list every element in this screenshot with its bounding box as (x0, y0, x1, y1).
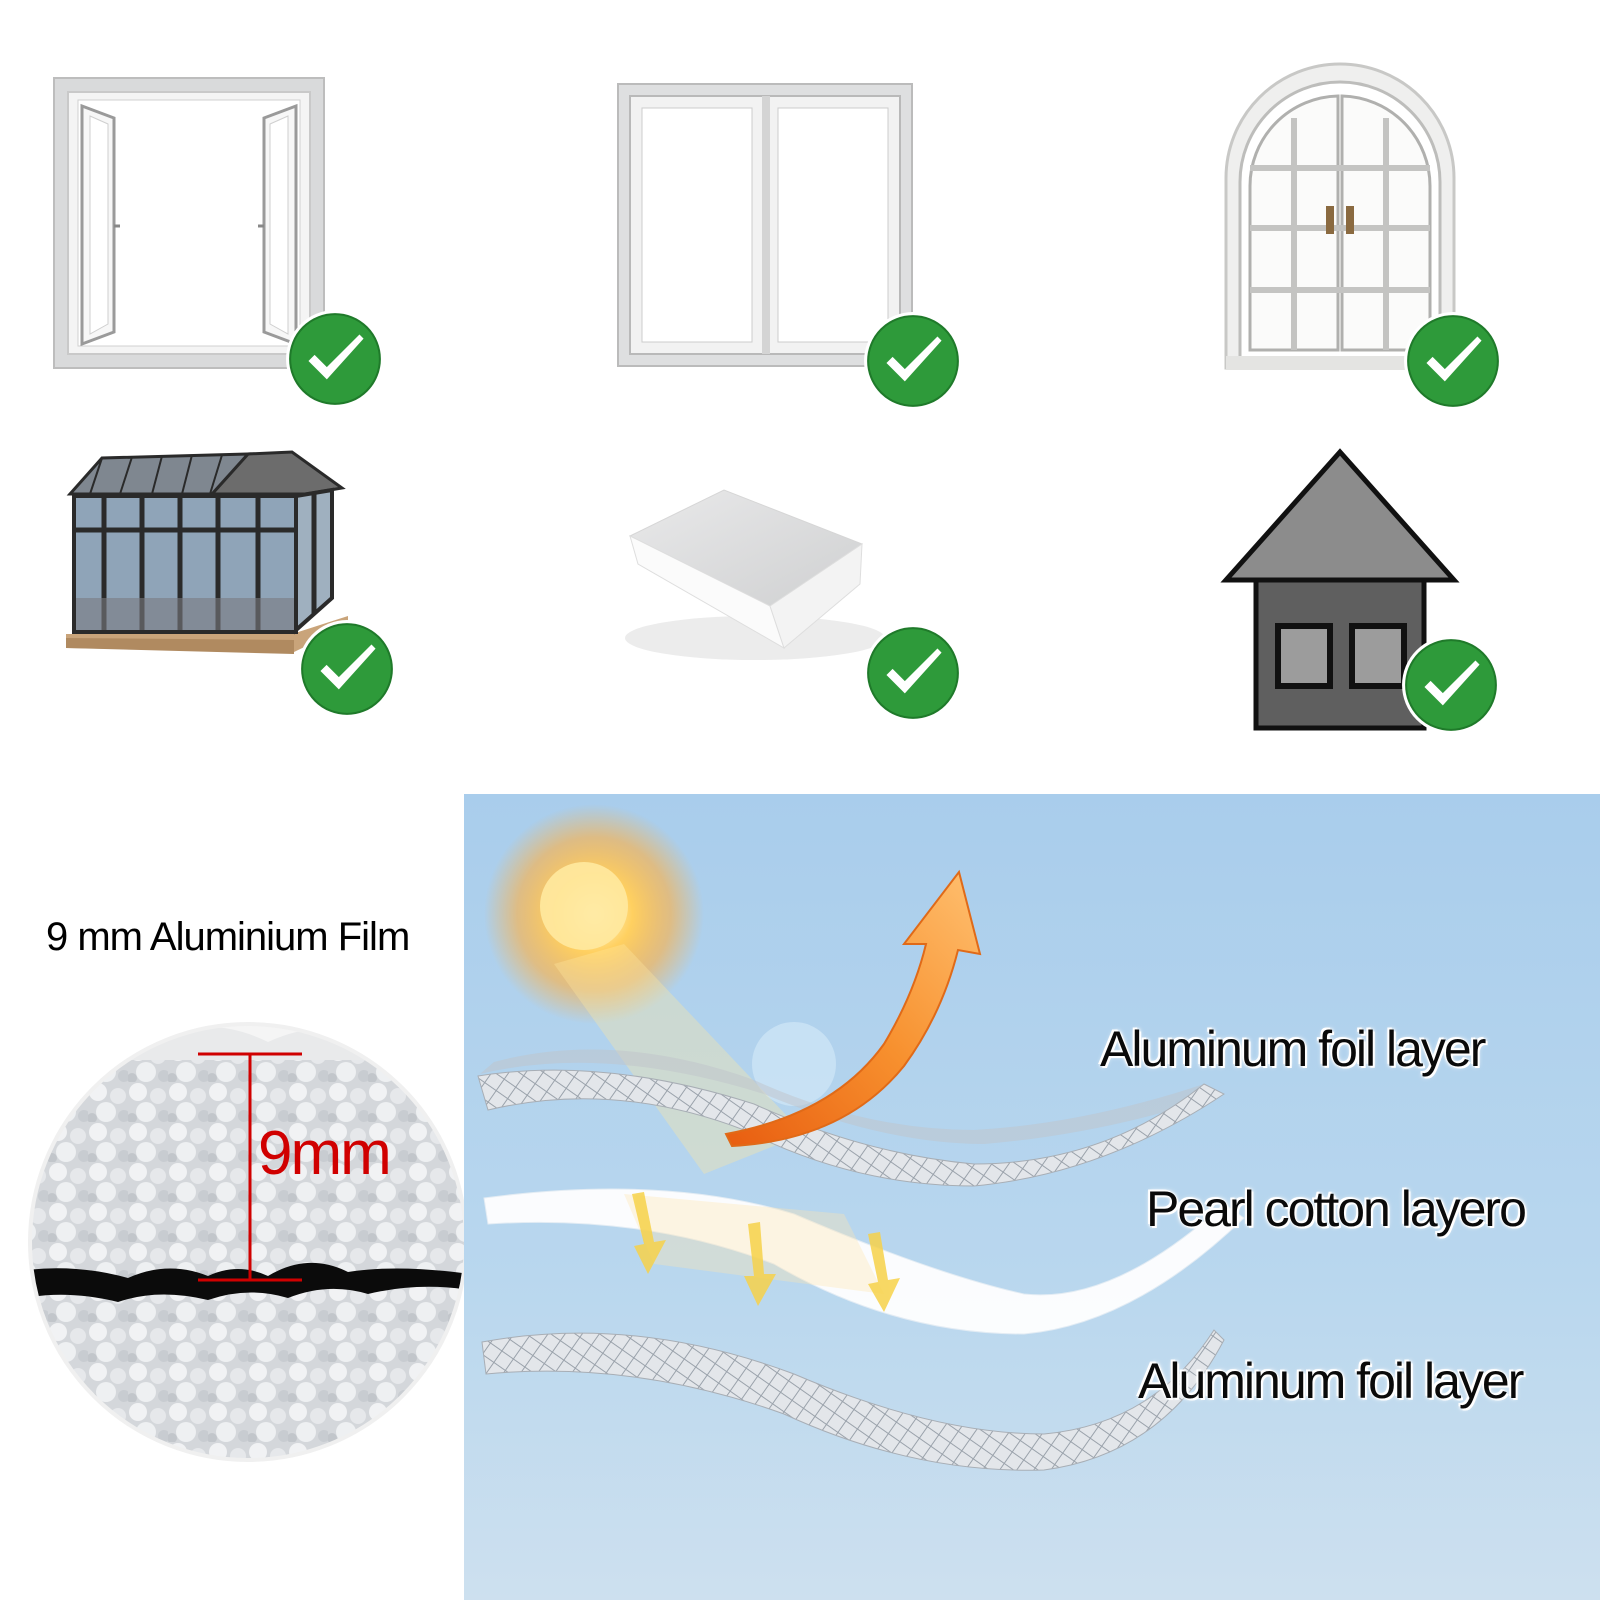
film-cross-section (26, 1020, 470, 1464)
sliding-window-icon (616, 82, 916, 372)
check-badge-icon (284, 308, 386, 410)
house-icon (1220, 448, 1460, 734)
check-badge-icon (862, 310, 964, 412)
casement-window-icon (52, 76, 332, 376)
film-title: 9 mm Aluminium Film (46, 915, 410, 959)
sun-icon (484, 804, 836, 1106)
check-badge-icon (296, 618, 398, 720)
arched-window-icon (1220, 58, 1460, 374)
layer-label-top: Aluminum foil layer (1100, 1021, 1486, 1077)
check-badge-icon (1400, 634, 1502, 736)
layer-diagram (464, 794, 1600, 1600)
sunroom-icon (62, 448, 352, 684)
thickness-label: 9mm (258, 1119, 392, 1188)
check-badge-icon (862, 622, 964, 724)
layer-label-bottom: Aluminum foil layer (1138, 1353, 1524, 1409)
check-badge-icon (1402, 310, 1504, 412)
box-icon (620, 488, 890, 668)
layer-label-middle: Pearl cotton layero (1146, 1181, 1527, 1237)
